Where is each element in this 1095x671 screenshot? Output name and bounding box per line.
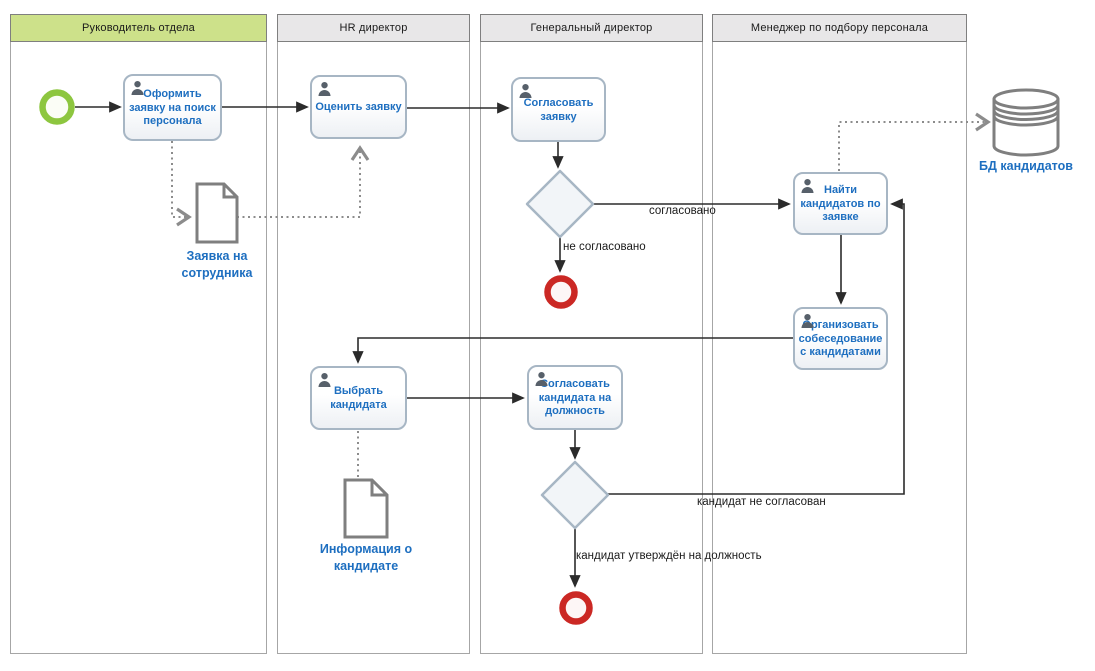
task-approve-request[interactable]: Согласовать заявку	[511, 77, 606, 142]
user-icon	[801, 313, 814, 328]
datastore-line-icon	[992, 115, 1060, 127]
document-candidate-info-icon[interactable]	[343, 478, 389, 539]
user-icon	[131, 80, 144, 95]
task-select-candidate[interactable]: Выбрать кандидата	[310, 366, 407, 430]
document-request-fold-icon	[222, 184, 237, 199]
lane-header-hr-director: HR директор	[277, 14, 470, 42]
task-label: Найти кандидатов по заявке	[800, 183, 881, 224]
lane-header-recruiting-manager: Менеджер по подбору персонала	[712, 14, 967, 42]
flow-organize-to-select	[352, 337, 793, 364]
association-request-doc-to-evaluate	[237, 145, 370, 218]
task-label: Выбрать кандидата	[330, 385, 387, 411]
user-icon	[519, 83, 532, 98]
task-find-candidates[interactable]: Найти кандидатов по заявке	[793, 172, 888, 235]
document-request-label: Заявка на сотрудника	[181, 249, 253, 280]
datastore-candidates-label: БД кандидатов	[979, 159, 1073, 173]
document-request-icon[interactable]	[195, 182, 239, 244]
task-label: Оформить заявку на поиск персонала	[129, 87, 216, 128]
edge-label-candidate-rejected: кандидат не согласован	[697, 496, 826, 508]
lane-title: Менеджер по подбору персонала	[750, 22, 929, 34]
document-candidate-info-label: Информация о кандидате	[319, 542, 413, 573]
task-label: Согласовать заявку	[523, 96, 594, 123]
task-evaluate-request[interactable]: Оценить заявку	[310, 75, 407, 139]
user-icon	[535, 371, 548, 386]
start-event[interactable]	[39, 89, 75, 125]
task-approve-candidate[interactable]: Согласовать кандидата на должность	[527, 365, 623, 430]
edge-label-approved: согласовано	[649, 205, 716, 217]
gateway-request-decision[interactable]	[525, 169, 595, 239]
lane-title: Генеральный директор	[530, 22, 653, 34]
task-label: Организовать собеседование с кандидатами	[798, 318, 883, 359]
association-find-to-database	[838, 112, 991, 171]
task-label: Согласовать кандидата на должность	[538, 377, 612, 418]
lane-title: HR директор	[339, 22, 408, 34]
lane-title: Руководитель отдела	[82, 22, 195, 34]
edge-label-not-approved: не согласовано	[563, 241, 646, 253]
gateway-candidate-decision[interactable]	[540, 460, 610, 530]
user-icon	[318, 81, 331, 96]
task-organize-interviews[interactable]: Организовать собеседование с кандидатами	[793, 307, 888, 370]
document-candidate-info-fold-icon	[370, 480, 387, 497]
task-label: Оценить заявку	[315, 101, 402, 114]
datastore-line-icon	[992, 104, 1060, 116]
task-create-request[interactable]: Оформить заявку на поиск персонала	[123, 74, 222, 141]
end-event-rejected[interactable]	[544, 275, 578, 309]
lane-header-department-head: Руководитель отдела	[10, 14, 267, 42]
lane-header-general-director: Генеральный директор	[480, 14, 703, 42]
user-icon	[318, 372, 331, 387]
flow-candidate-rejected-loop	[608, 198, 905, 495]
datastore-top-icon	[992, 88, 1060, 110]
edge-label-candidate-approved: кандидат утверждён на должность	[576, 550, 762, 562]
association-create-to-request-doc	[171, 141, 192, 227]
datastore-line-icon	[992, 110, 1060, 121]
user-icon	[801, 178, 814, 193]
end-event-hired[interactable]	[559, 591, 593, 625]
